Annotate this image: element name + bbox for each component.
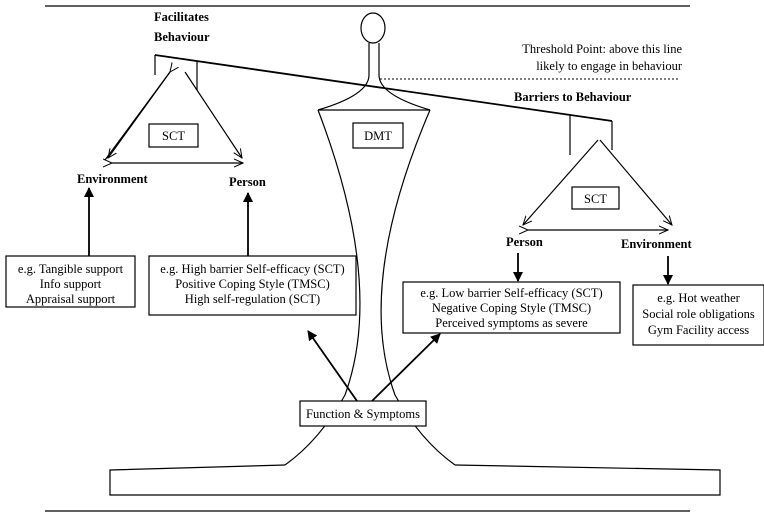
sct-right-label: SCT [584,192,607,206]
right-triangle-side-a [523,139,599,225]
dmt-label: DMT [364,129,392,143]
env-barriers-box [632,284,764,346]
scale-head [360,12,386,44]
sct-right-box [571,186,620,210]
dmt-box [352,122,404,149]
person-barriers-line-3: Perceived symptoms as severe [435,316,588,330]
person-facilitators-line-3: High self-regulation (SCT) [185,292,320,306]
scale-body-left [284,109,361,466]
environment-right-label: Environment [621,237,692,251]
person-barriers-line-2: Negative Coping Style (TMSC) [432,301,591,315]
sct-left-label: SCT [162,129,185,143]
env-barriers-line-2: Social role obligations [642,307,755,321]
env-support-line-1: e.g. Tangible support [18,262,124,276]
person-facilitators-line-2: Positive Coping Style (TMSC) [175,277,330,291]
barriers-label: Barriers to Behaviour [514,90,632,104]
scale-base [109,464,721,496]
person-left-label: Person [229,175,266,189]
env-barriers-line-3: Gym Facility access [648,323,749,337]
env-support-line-2: Info support [40,277,102,291]
env-support-line-3: Appraisal support [26,292,116,306]
arrow-function-to-facilitators [307,330,358,402]
scale-neck-right [378,43,431,111]
arrow-function-to-barriers [371,333,441,402]
scale-neck-left [317,43,370,111]
scale-body-right [380,109,456,466]
function-symptoms-box [299,400,427,427]
threshold-label-1: Threshold Point: above this line [522,42,682,56]
threshold-label-2: likely to engage in behaviour [536,59,683,73]
person-facilitators-box [148,255,357,316]
facilitates-label-2: Behaviour [154,30,210,44]
env-barriers-line-1: e.g. Hot weather [657,291,740,305]
left-triangle-arrow-up [104,72,170,161]
right-triangle-side-b [599,139,672,225]
person-facilitators-line-1: e.g. High barrier Self-efficacy (SCT) [160,262,344,276]
person-right-label: Person [506,235,543,249]
left-triangle-side-b [184,71,242,158]
person-barriers-line-1: e.g. Low barrier Self-efficacy (SCT) [420,286,602,300]
scale-beam [154,54,613,122]
env-support-box [5,255,136,308]
person-barriers-box [402,281,621,334]
facilitates-label-1: Facilitates [154,10,209,24]
sct-left-box [148,123,199,148]
environment-left-label: Environment [77,172,148,186]
function-symptoms-label: Function & Symptoms [306,407,420,421]
